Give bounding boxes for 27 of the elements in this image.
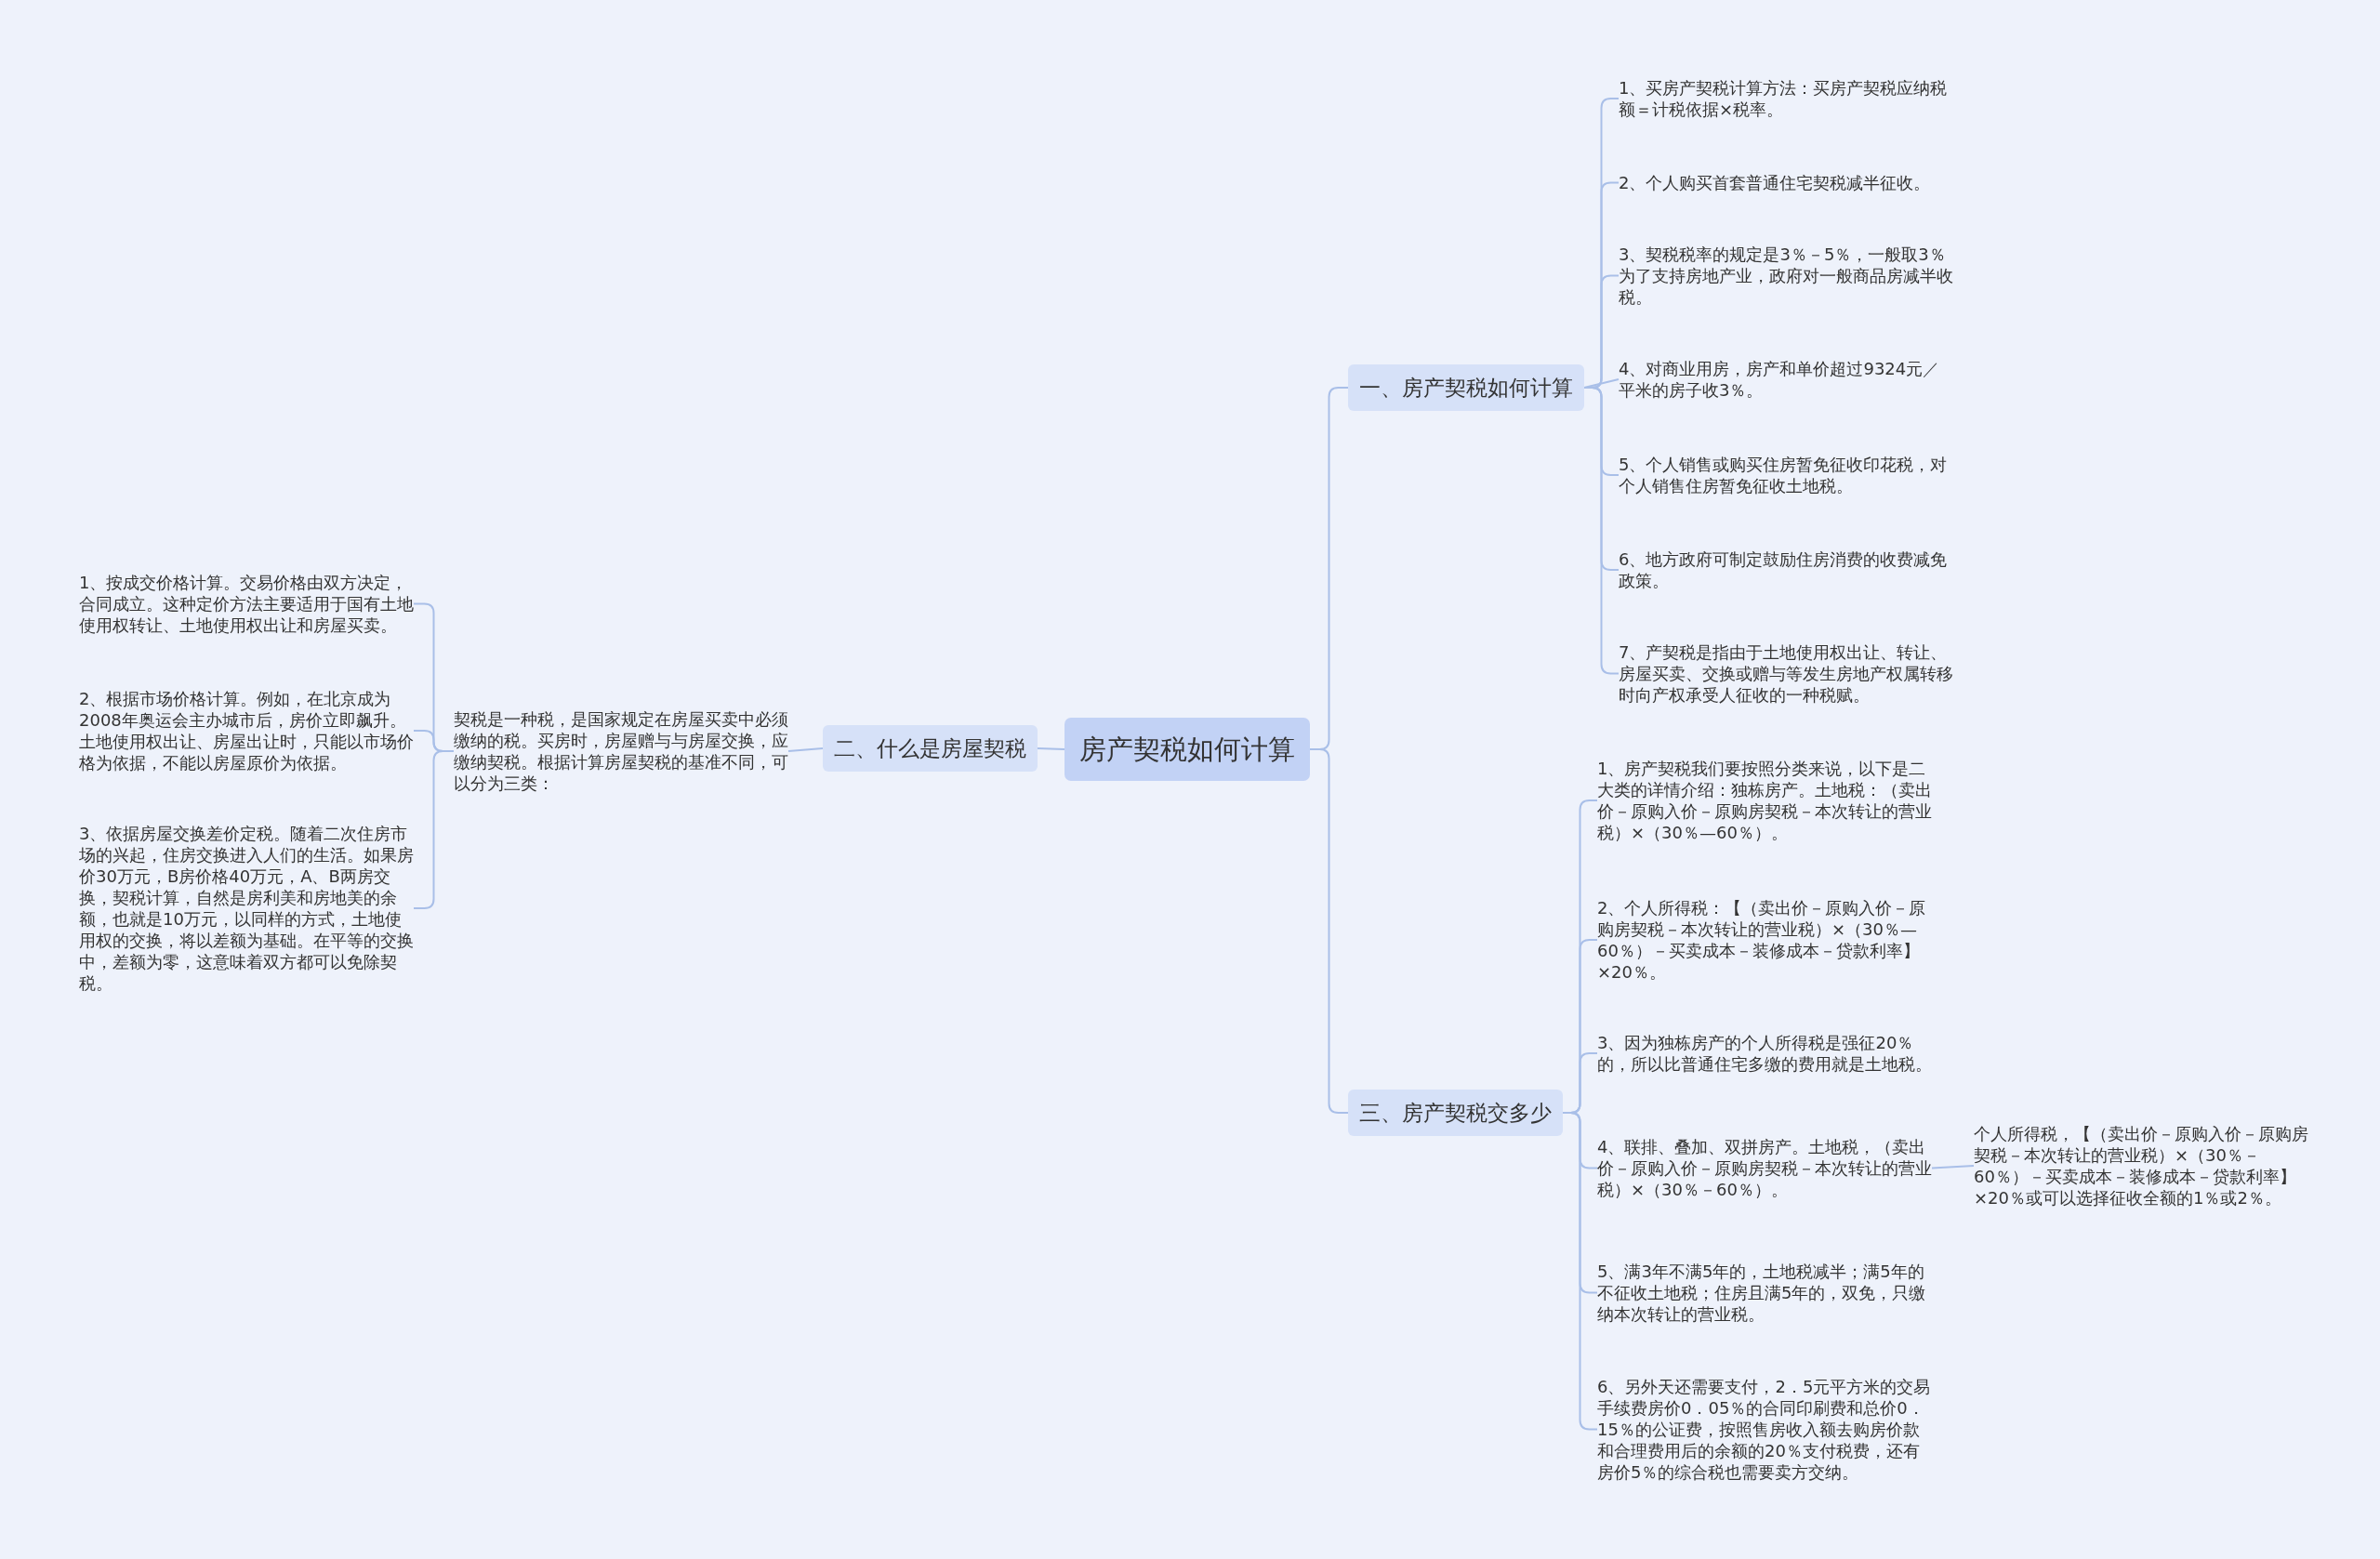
note-text: 契税是一种税，是国家规定在房屋买卖中必须缴纳的税。买房时，房屋赠与与房屋交换，应缴纳契税。根据计算房屋契税的基准不同，可以分为三类： [454,708,788,794]
connector-line [1037,747,1065,750]
connector-line [1931,1165,1975,1169]
note-text: 4、对商业用房，房产和单价超过9324元／平米的房子收3％。 [1619,358,1953,401]
note-text: 3、契税税率的规定是3％－5％，一般取3％为了支持房地产业，政府对一般商品房减半收税。 [1619,244,1953,308]
branch-box: 二、什么是房屋契税 [823,725,1038,772]
note-text: 1、房产契税我们要按照分类来说，以下是二大类的详情介绍：独栋房产。土地税：（卖出价－原购入价－原购房契税－本次转让的营业税）×（30％—60％）。 [1597,758,1932,843]
note-text: 2、个人所得税：【（卖出价－原购入价－原购房契税－本次转让的营业税）×（30％—60％）－买卖成本－装修成本－贷款利率】×20％。 [1597,897,1932,983]
note-text: 6、地方政府可制定鼓励住房消费的收费减免政策。 [1619,548,1953,591]
connector-line [1583,378,1620,389]
note-text: 1、按成交价格计算。交易价格由双方决定，合同成立。这种定价方法主要适用于国有土地使用权转让、土地使用权出让和房屋买卖。 [79,572,414,636]
note-text: 5、个人销售或购买住房暂免征收印花税，对个人销售住房暂免征收土地税。 [1619,454,1953,496]
branch-box: 三、房产契税交多少 [1348,1090,1563,1136]
note-text: 2、根据市场价格计算。例如，在北京成为2008年奥运会主办城市后，房价立即飙升。土地使用权出让、房屋出让时，只能以市场价格为依据，不能以房屋原价为依据。 [79,688,414,773]
connector-line [787,747,824,752]
note-text: 6、另外天还需要支付，2．5元平方米的交易手续费房价0．05％的合同印刷费和总价0．15％的公证费，按照售房收入额去购房价款和合理费用后的余额的20％支付税费，还有房价5％的综合税也需要卖方交纳。 [1597,1376,1932,1483]
connector-line [1562,1112,1598,1431]
note-text: 1、买房产契税计算方法：买房产契税应纳税额＝计税依据×税率。 [1619,77,1953,120]
note-text: 2、个人购买首套普通住宅契税减半征收。 [1619,172,1953,193]
note-text: 个人所得税，【（卖出价－原购入价－原购房契税－本次转让的营业税）×（30％－60％）－买卖成本－装修成本－贷款利率】×20％或可以选择征收全额的1％或2％。 [1974,1123,2308,1209]
note-text: 4、联排、叠加、双拼房产。土地税，（卖出价－原购入价－原购房契税－本次转让的营业税）×（30％－60％）。 [1597,1136,1932,1200]
note-text: 7、产契税是指由于土地使用权出让、转让、房屋买卖、交换或赠与等发生房地产权属转移时向产权承受人征收的一种税赋。 [1619,641,1953,706]
note-text: 3、依据房屋交换差价定税。随着二次住房市场的兴起，住房交换进入人们的生活。如果房价30万元，B房价格40万元，A、B两房交换，契税计算，自然是房利美和房地美的余额，也就是10万元，以同样的方式，土地使用权的交换，将以差额为基础。在平等的交换中，差额为零，这意味着双方都可以免除契税。 [79,823,414,994]
branch-box: 一、房产契税如何计算 [1348,364,1584,411]
topic-box: 房产契税如何计算 [1064,718,1310,781]
note-text: 5、满3年不满5年的，土地税减半；满5年的不征收土地税；住房且满5年的，双免，只缴纳本次转让的营业税。 [1597,1261,1932,1325]
note-text: 3、因为独栋房产的个人所得税是强征20％的，所以比普通住宅多缴的费用就是土地税。 [1597,1032,1932,1075]
